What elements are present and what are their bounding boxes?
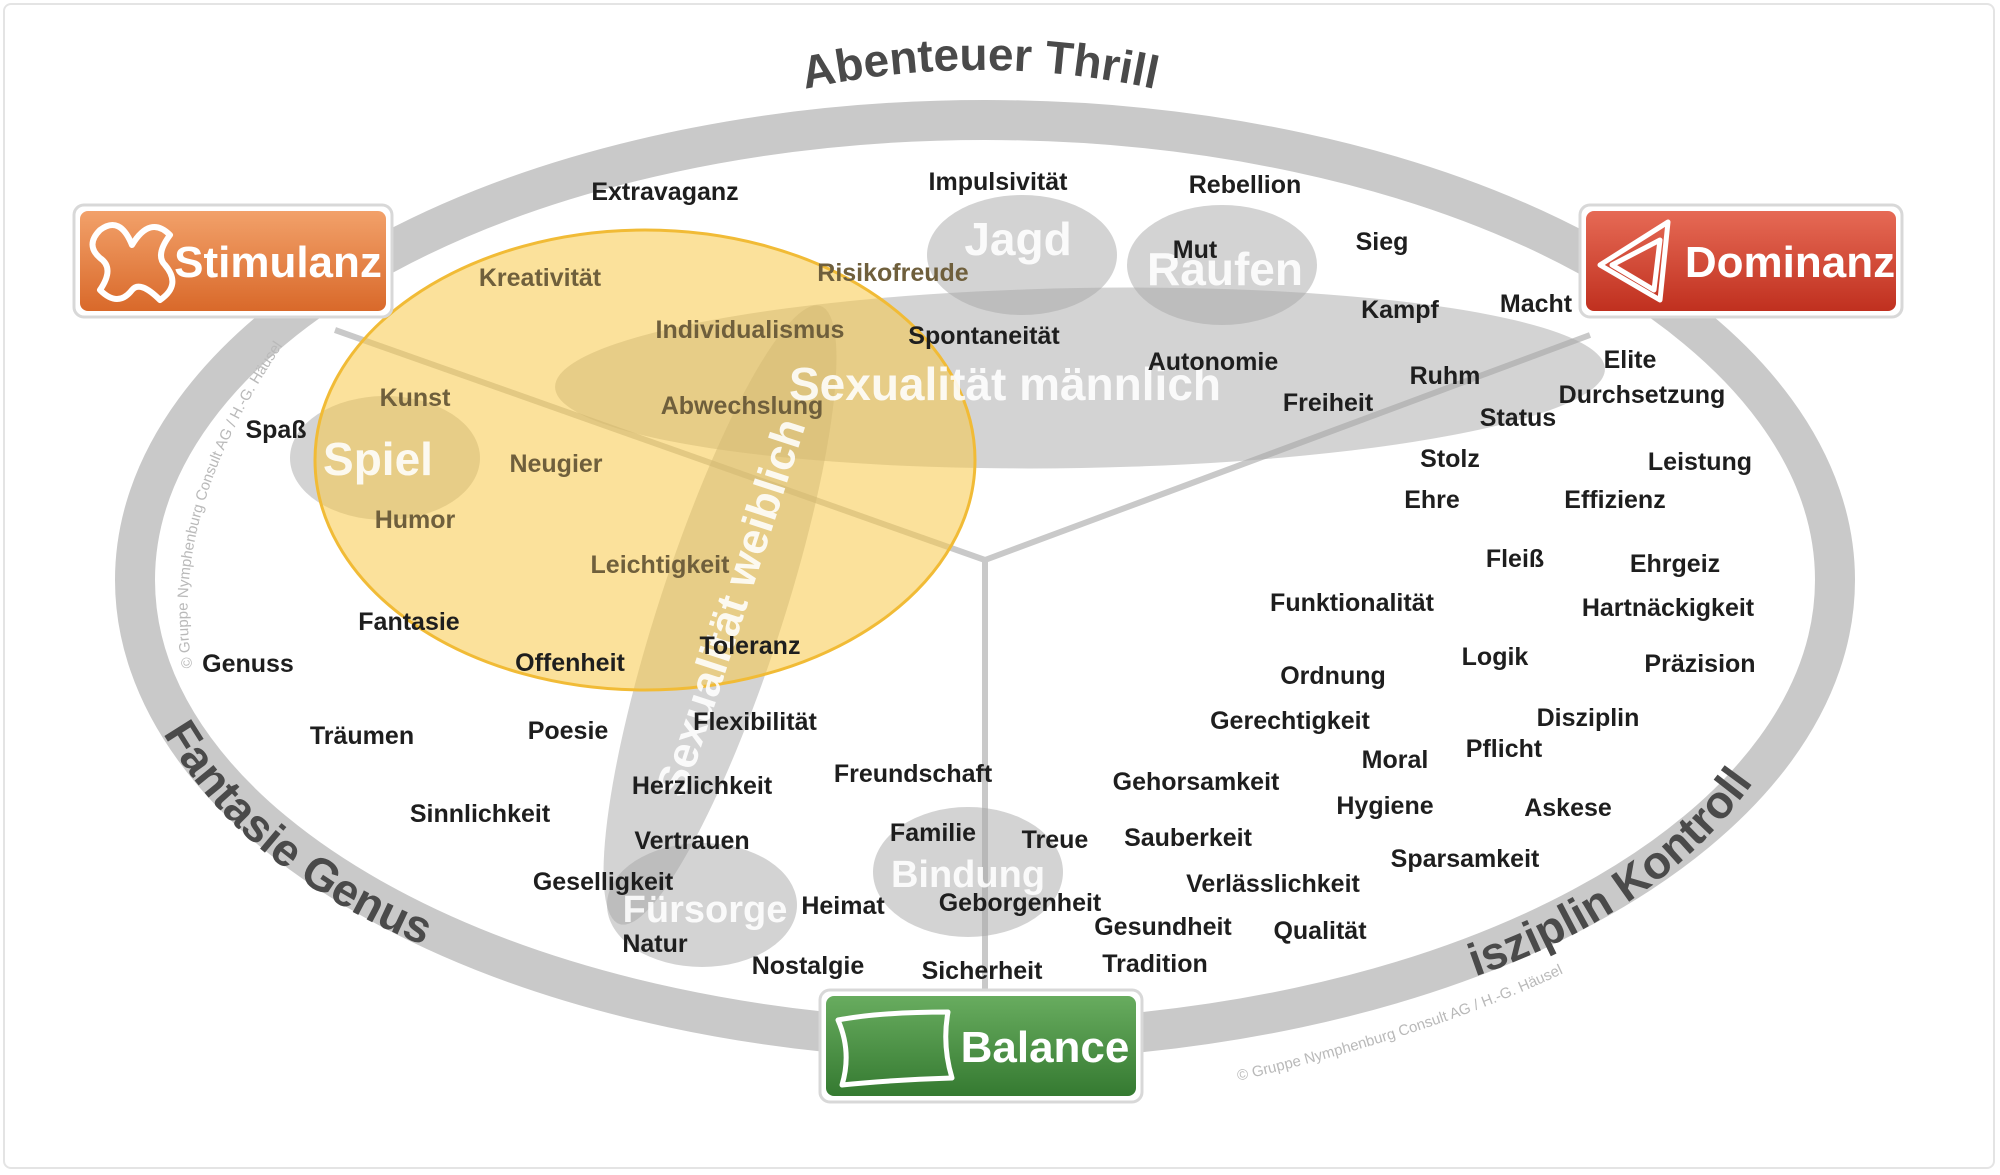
word-heimat: Heimat [801,892,885,920]
cluster-label-fuersorge: Fürsorge [623,889,788,931]
word-effizienz: Effizienz [1564,486,1665,514]
balance-icon [835,1009,955,1088]
word-askese: Askese [1524,794,1612,822]
word-extravaganz: Extravaganz [591,178,738,206]
word-gerechtigkeit: Gerechtigkeit [1210,707,1370,735]
cluster-label-spiel: Spiel [323,433,433,485]
word-herzlichkeit: Herzlichkeit [632,772,773,800]
word-praezision: Präzision [1644,650,1755,678]
word-kampf: Kampf [1361,296,1439,324]
word-humor: Humor [375,506,456,534]
word-individualismus: Individualismus [656,316,845,344]
word-status: Status [1480,404,1556,432]
cluster-label-raufen: Raufen [1147,243,1303,295]
word-freundschaft: Freundschaft [834,760,993,788]
stimulanz-label: Stimulanz [174,238,382,287]
word-freiheit: Freiheit [1283,389,1374,417]
word-hartnaeckigkeit: Hartnäckigkeit [1582,594,1755,622]
ring-label-top: Abenteuer Thrill [797,28,1164,99]
word-fantasie: Fantasie [358,608,460,636]
balance-label: Balance [961,1023,1130,1072]
word-neugier: Neugier [509,450,602,478]
word-pflicht: Pflicht [1466,735,1543,763]
word-gesundheit: Gesundheit [1094,913,1232,941]
dominanz-icon [1597,219,1671,303]
word-kunst: Kunst [380,384,452,412]
word-kreativitaet: Kreativität [479,264,602,292]
cluster-shape-bindung [873,807,1063,937]
word-rebellion: Rebellion [1189,171,1302,199]
word-vertrauen: Vertrauen [634,827,749,855]
word-offenheit: Offenheit [515,649,625,677]
word-poesie: Poesie [528,717,609,745]
word-elite: Elite [1604,346,1657,374]
word-moral: Moral [1362,746,1429,774]
word-impulsivitaet: Impulsivität [929,168,1069,196]
stimulanz-icon [89,222,176,303]
image-frame [3,3,1995,1169]
trait-words: Extravaganz Impulsivität Rebellion Mut S… [202,168,1755,985]
word-verlaesslichkeit: Verlässlichkeit [1186,870,1360,898]
word-qualitaet: Qualität [1273,917,1367,945]
cluster-shape-fuersorge [607,843,797,967]
word-hygiene: Hygiene [1336,792,1433,820]
word-leichtigkeit: Leichtigkeit [591,551,731,579]
word-logik: Logik [1462,643,1529,671]
word-spass: Spaß [245,416,306,444]
word-treue: Treue [1022,826,1089,854]
word-sicherheit: Sicherheit [922,957,1044,985]
cluster-label-jagd: Jagd [964,213,1071,265]
word-geborgenheit: Geborgenheit [939,889,1102,917]
word-abwechslung: Abwechslung [661,392,824,420]
word-gehorsamkeit: Gehorsamkeit [1113,768,1280,796]
word-genuss: Genuss [202,650,294,678]
word-ordnung: Ordnung [1280,662,1386,690]
word-sauberkeit: Sauberkeit [1124,824,1253,852]
stimulanz-box: Stimulanz [72,203,394,319]
word-disziplin: Disziplin [1537,704,1640,732]
word-funktionalitaet: Funktionalität [1270,589,1435,617]
word-sieg: Sieg [1356,228,1409,256]
word-traeumen: Träumen [310,722,414,750]
balance-box: Balance [818,988,1144,1104]
word-sinnlichkeit: Sinnlichkeit [410,800,551,828]
word-flexibilitaet: Flexibilität [693,708,817,736]
word-ruhm: Ruhm [1410,362,1481,390]
word-tradition: Tradition [1102,950,1208,978]
yellow-highlight [313,228,977,692]
word-stolz: Stolz [1420,445,1480,473]
cluster-label-sexualitaet-maennlich: Sexualität männlich [789,358,1221,410]
cluster-label-bindung: Bindung [891,854,1045,896]
word-macht: Macht [1500,290,1573,318]
word-toleranz: Toleranz [700,632,801,660]
word-autonomie: Autonomie [1148,348,1279,376]
word-mut: Mut [1173,236,1218,264]
word-ehre: Ehre [1404,486,1460,514]
word-geselligkeit: Geselligkeit [533,868,674,896]
word-familie: Familie [890,819,976,847]
word-spontaneitaet: Spontaneität [908,322,1060,350]
word-fleiss: Fleiß [1486,545,1544,573]
word-natur: Natur [622,930,688,958]
dominanz-label: Dominanz [1685,238,1895,287]
word-ehrgeiz: Ehrgeiz [1630,550,1720,578]
word-durchsetzung: Durchsetzung [1559,381,1726,409]
cluster-shape-jagd [927,195,1117,315]
word-risikofreude: Risikofreude [817,259,969,287]
dominanz-box: Dominanz [1578,203,1904,319]
word-nostalgie: Nostalgie [752,952,865,980]
word-leistung: Leistung [1648,448,1752,476]
word-sparsamkeit: Sparsamkeit [1391,845,1540,873]
